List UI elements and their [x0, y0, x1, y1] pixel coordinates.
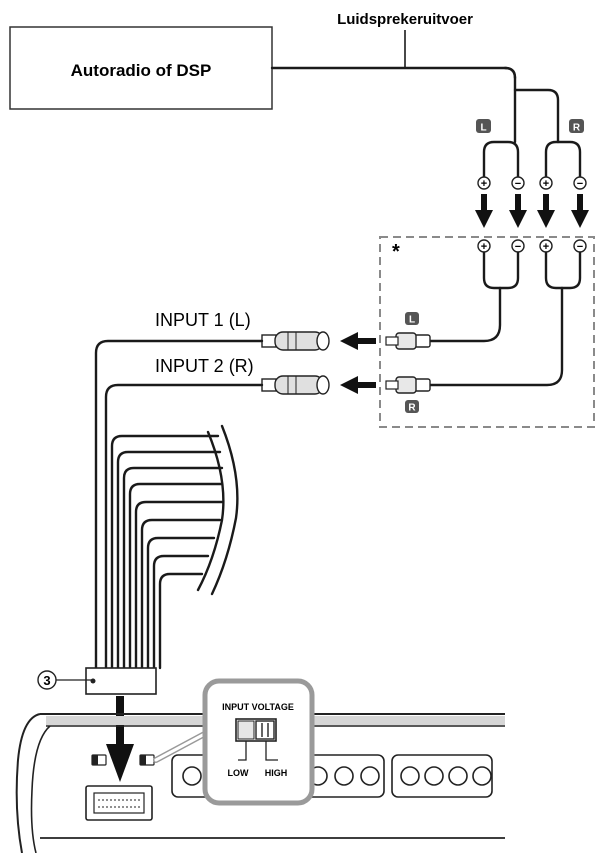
terminal-group-3 [391, 754, 493, 798]
harness-connector [85, 667, 157, 695]
input-voltage-title: INPUT VOLTAGE [222, 702, 294, 712]
channel-badge-left: L [476, 119, 491, 134]
svg-text:+: + [481, 241, 487, 253]
input-2-label: INPUT 2 (R) [155, 356, 254, 376]
svg-text:+: + [481, 178, 487, 190]
right-adapter-wire [426, 286, 564, 387]
adapter-box [379, 236, 595, 428]
switch-high-label: HIGH [265, 768, 288, 778]
input-2-jack [261, 375, 330, 395]
svg-text:L: L [480, 123, 486, 134]
adapter-plug-right [385, 376, 431, 394]
svg-text:−: − [577, 178, 583, 190]
adapter-plug-left [385, 332, 431, 350]
polarity-bottom-row: + − + − [477, 239, 587, 253]
input-1-cable [94, 339, 264, 670]
svg-text:+: + [543, 178, 549, 190]
connect-arrow [106, 696, 134, 782]
note-marker: * [392, 241, 400, 263]
down-arrows [475, 194, 589, 228]
input-1-jack [261, 331, 330, 351]
svg-text:L: L [409, 315, 415, 326]
channel-badge-right: R [569, 119, 584, 134]
switch-indicator-icon [139, 754, 155, 766]
input-1-label: INPUT 1 (L) [155, 310, 251, 330]
wire-harness [110, 424, 239, 670]
svg-text:R: R [573, 123, 581, 134]
input-voltage-callout: INPUT VOLTAGE LOW HIGH [153, 678, 315, 806]
speaker-output-label: Luidsprekeruitvoer [337, 11, 473, 28]
right-pair-top [544, 140, 582, 184]
terminal-group-2 [297, 754, 385, 798]
input-2-cable [104, 383, 264, 670]
switch-low-label: LOW [228, 768, 249, 778]
polarity-top-row: + − + − [477, 176, 587, 190]
adapter-badge-left: L [405, 312, 419, 326]
svg-text:R: R [408, 403, 416, 414]
adapter-badge-right: R [405, 400, 419, 414]
left-pair-top [482, 140, 520, 184]
callout-3: 3 [37, 670, 96, 690]
indicator-icon [91, 754, 107, 766]
left-arrows [340, 332, 376, 394]
source-label: Autoradio of DSP [71, 61, 212, 80]
voltage-switch [235, 718, 277, 742]
svg-text:−: − [577, 241, 583, 253]
amplifier-socket [85, 785, 153, 821]
source-unit: Autoradio of DSP [9, 26, 273, 110]
svg-text:−: − [515, 241, 521, 253]
terminal-group-1 [171, 754, 213, 798]
svg-text:−: − [515, 178, 521, 190]
svg-text:+: + [543, 241, 549, 253]
speaker-cable-right-branch [513, 88, 560, 144]
svg-text:3: 3 [43, 673, 50, 688]
left-adapter-wire [426, 286, 502, 343]
